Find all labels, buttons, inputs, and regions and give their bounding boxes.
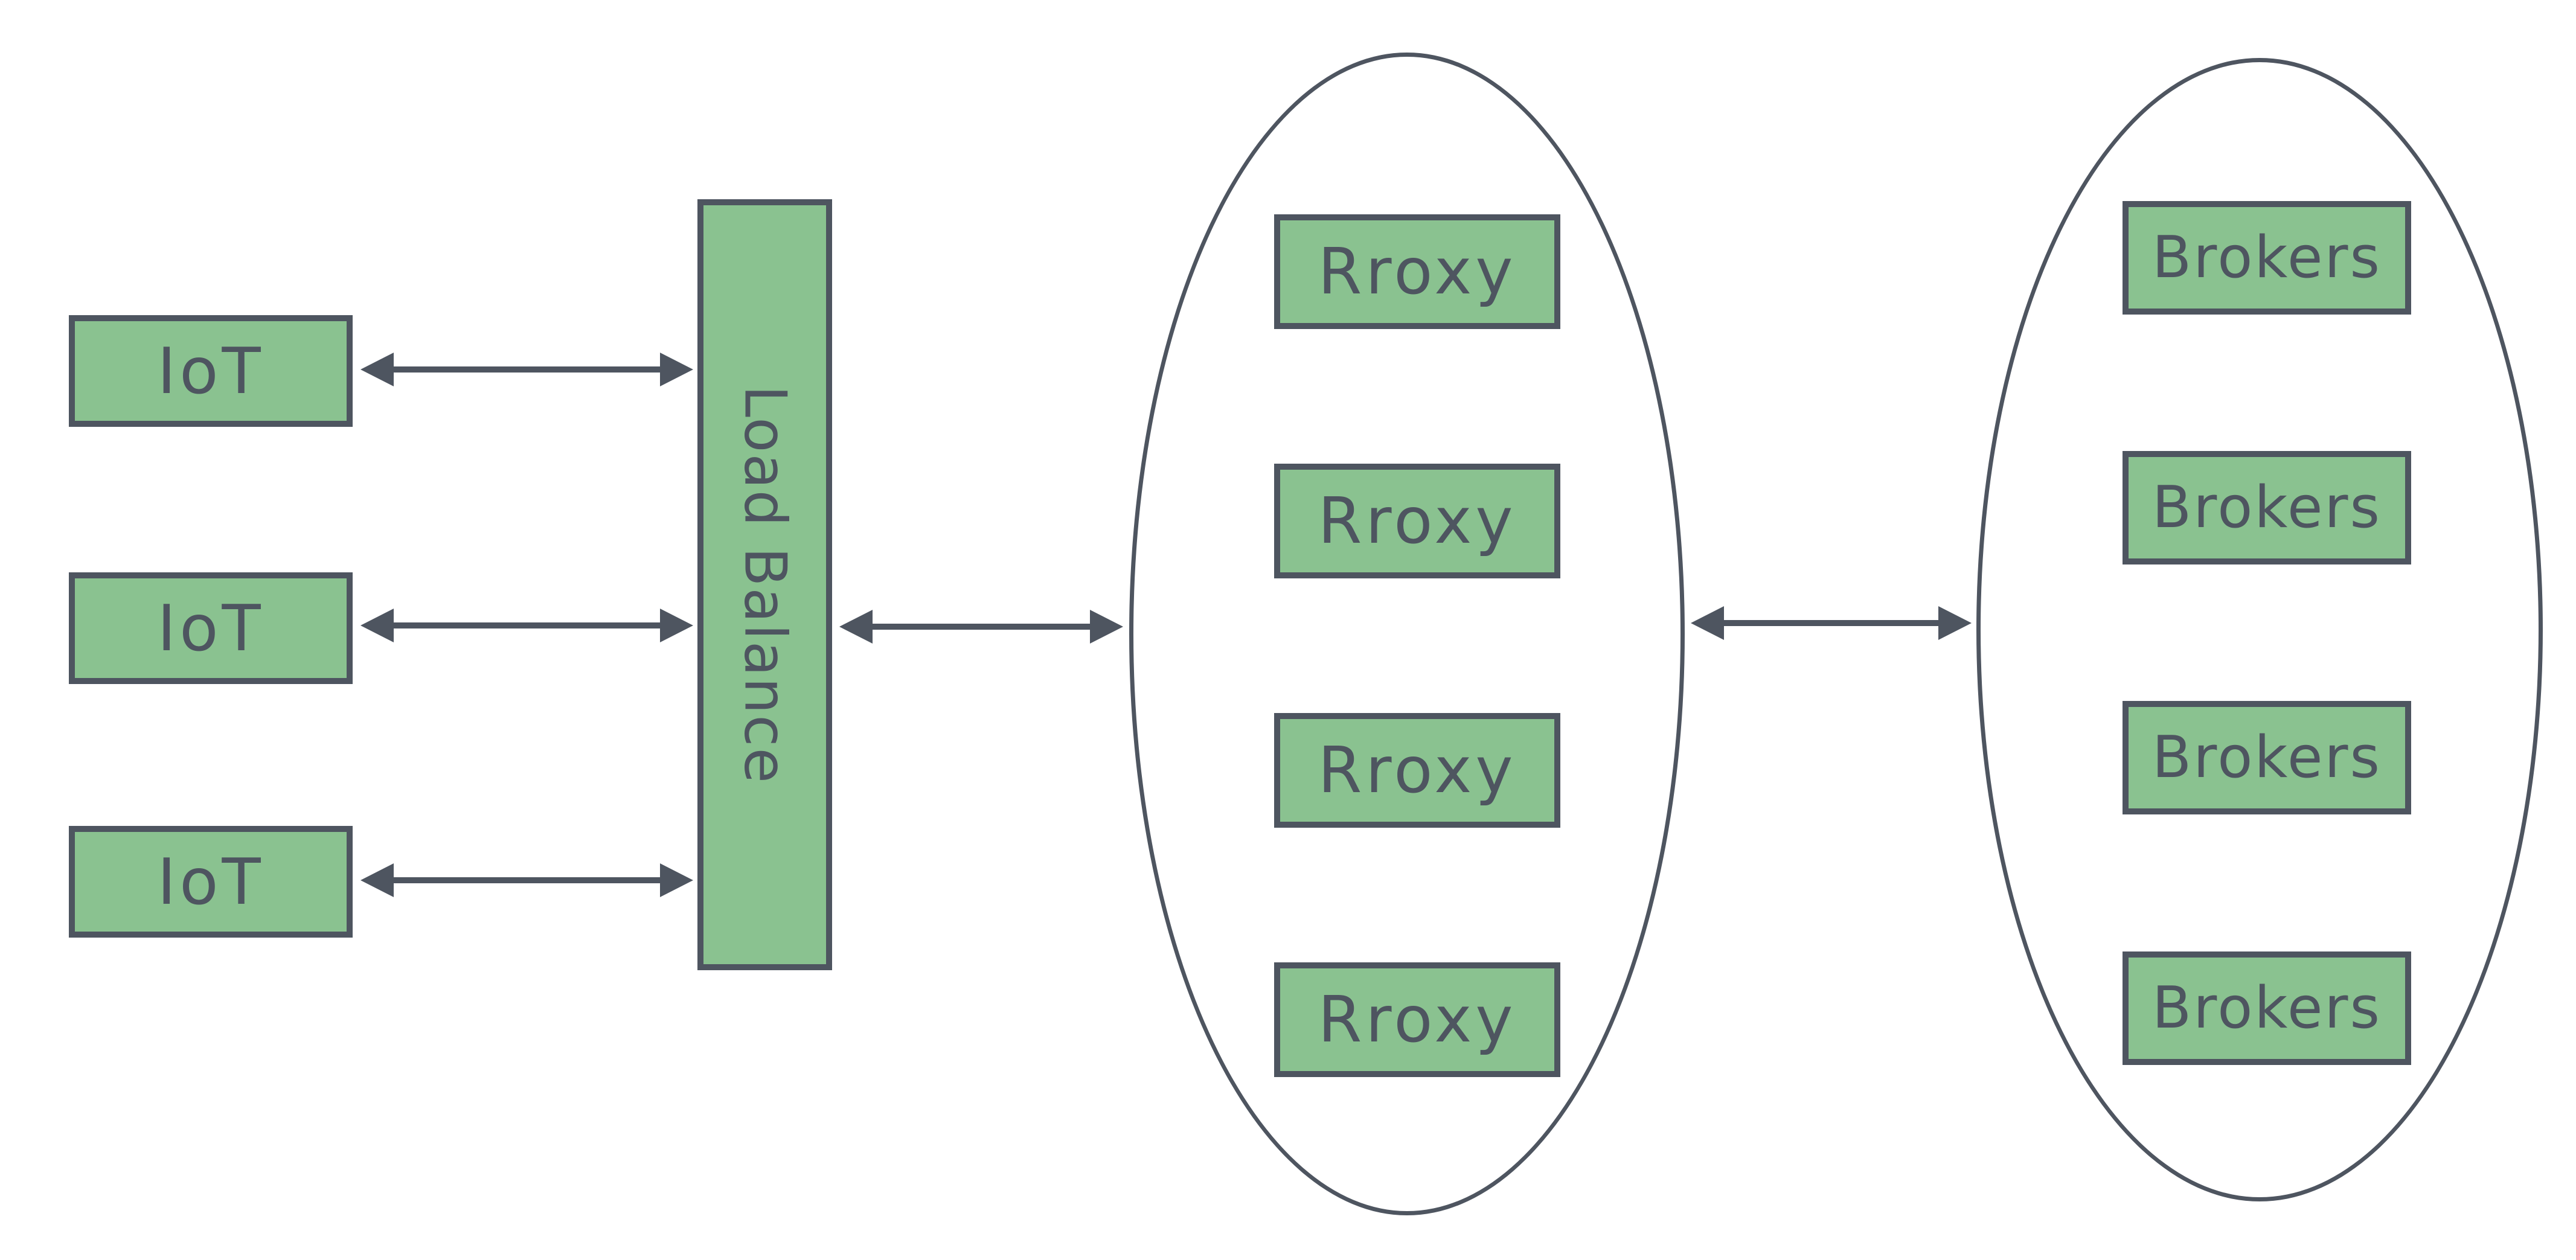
proxy-node-2-label: Rroxy (1318, 484, 1517, 558)
broker-node-1-label: Brokers (2152, 225, 2382, 291)
iot-node-1: IoT (69, 315, 353, 427)
proxy-node-3: Rroxy (1274, 713, 1560, 828)
proxy-node-1-label: Rroxy (1318, 235, 1517, 309)
arrow-iot1-loadbalancer (360, 353, 693, 386)
iot-node-3: IoT (69, 826, 353, 938)
iot-node-2: IoT (69, 572, 353, 684)
iot-node-3-label: IoT (157, 845, 264, 919)
proxy-node-3-label: Rroxy (1318, 734, 1517, 807)
broker-cluster-ellipse (1976, 58, 2543, 1201)
proxy-node-4: Rroxy (1274, 962, 1560, 1077)
arrow-loadbalancer-proxycluster (839, 610, 1123, 644)
broker-node-2-label: Brokers (2152, 475, 2382, 541)
iot-node-1-label: IoT (157, 334, 264, 408)
proxy-node-1: Rroxy (1274, 214, 1560, 329)
arrow-iot2-loadbalancer (360, 609, 693, 642)
load-balancer-node: Load Balance (697, 199, 832, 970)
load-balancer-label: Load Balance (731, 385, 798, 784)
arrow-iot3-loadbalancer (360, 863, 693, 897)
broker-node-3-label: Brokers (2152, 724, 2382, 791)
broker-node-4: Brokers (2123, 951, 2411, 1065)
proxy-node-2: Rroxy (1274, 464, 1560, 578)
broker-node-4-label: Brokers (2152, 975, 2382, 1041)
broker-node-1: Brokers (2123, 201, 2411, 315)
broker-node-3: Brokers (2123, 701, 2411, 814)
proxy-cluster-ellipse (1129, 53, 1685, 1215)
proxy-node-4-label: Rroxy (1318, 983, 1517, 1057)
arrow-proxycluster-brokercluster (1691, 606, 1972, 640)
broker-node-2: Brokers (2123, 451, 2411, 564)
iot-node-2-label: IoT (157, 591, 264, 665)
